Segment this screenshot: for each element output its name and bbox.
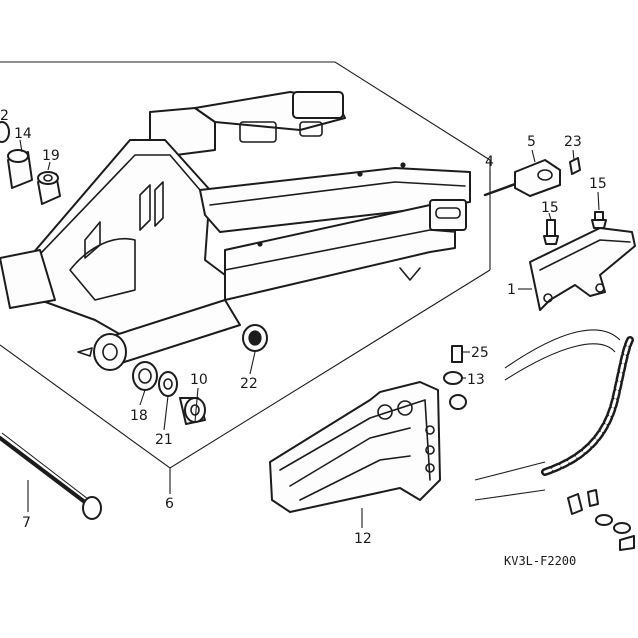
callout-15-right: 15 bbox=[589, 176, 607, 192]
callout-23: 23 bbox=[564, 134, 582, 150]
callout-6: 6 bbox=[165, 496, 174, 512]
callout-19: 19 bbox=[42, 148, 60, 164]
callout-2: 2 bbox=[0, 108, 9, 124]
leader-lines bbox=[19, 139, 600, 528]
chain-guard bbox=[529, 211, 636, 311]
callout-7: 7 bbox=[22, 515, 31, 531]
callout-14: 14 bbox=[14, 126, 32, 142]
callout-5: 5 bbox=[527, 134, 536, 150]
callout-21: 21 bbox=[155, 432, 173, 448]
callout-1: 1 bbox=[507, 282, 516, 298]
drive-chain bbox=[474, 329, 635, 551]
upper-bushes bbox=[0, 121, 61, 205]
callouts: 2 14 19 4 5 23 15 15 1 25 13 10 18 21 22… bbox=[0, 108, 607, 568]
swingarm bbox=[0, 91, 471, 371]
chain-adjuster bbox=[483, 157, 581, 197]
seal-22 bbox=[242, 324, 268, 352]
callout-4: 4 bbox=[485, 154, 494, 170]
callout-13: 13 bbox=[467, 372, 485, 388]
pivot-bolt bbox=[0, 432, 102, 520]
callout-10: 10 bbox=[190, 372, 208, 388]
callout-18: 18 bbox=[130, 408, 148, 424]
callout-15-left: 15 bbox=[541, 200, 559, 216]
callout-25: 25 bbox=[471, 345, 489, 361]
callout-22: 22 bbox=[240, 376, 258, 392]
chain-slider bbox=[269, 345, 467, 513]
diagram-code: KV3L-F2200 bbox=[504, 554, 576, 568]
callout-12: 12 bbox=[354, 531, 372, 547]
